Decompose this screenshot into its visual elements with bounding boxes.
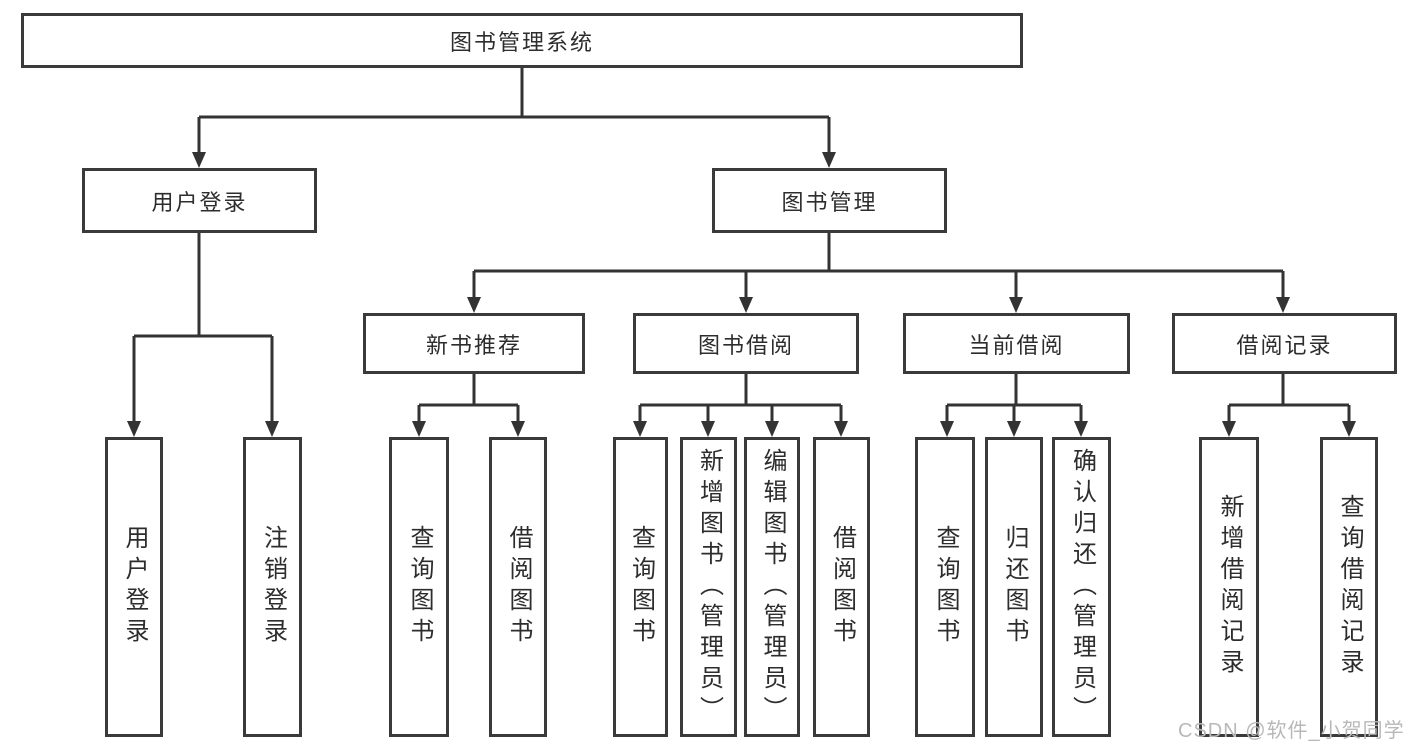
node-user-login: 用户登录 [82,168,317,233]
leaf-borrow-books-borrowing: 借阅图书 [813,437,870,737]
node-current-borrowing: 当前借阅 [903,313,1130,374]
arrowhead-icons [127,152,1356,437]
leaf-query-books-recommend: 查询图书 [389,437,449,737]
leaf-edit-book-admin: 编辑图书（管理员） [744,437,800,737]
leaf-query-books-borrowing: 查询图书 [613,437,668,737]
leaf-user-login: 用户登录 [105,437,163,737]
leaf-add-borrow-record: 新增借阅记录 [1199,437,1259,737]
csdn-watermark: CSDN @软件_小贺同学 [1178,720,1405,742]
leaf-confirm-return-admin: 确认归还（管理员） [1052,437,1111,737]
leaf-query-books-current: 查询图书 [915,437,975,737]
leaf-add-book-admin: 新增图书（管理员） [680,437,737,737]
node-book-management: 图书管理 [712,168,947,233]
node-borrowing-records: 借阅记录 [1172,313,1397,374]
node-book-borrowing: 图书借阅 [633,313,859,374]
node-library-management-system: 图书管理系统 [21,13,1023,68]
connector-paths [132,68,1351,425]
leaf-query-borrow-record: 查询借阅记录 [1320,437,1378,737]
leaf-return-book: 归还图书 [985,437,1043,737]
node-new-book-recommend: 新书推荐 [363,313,585,374]
leaf-borrow-books-recommend: 借阅图书 [489,437,547,737]
leaf-logout: 注销登录 [243,437,302,737]
